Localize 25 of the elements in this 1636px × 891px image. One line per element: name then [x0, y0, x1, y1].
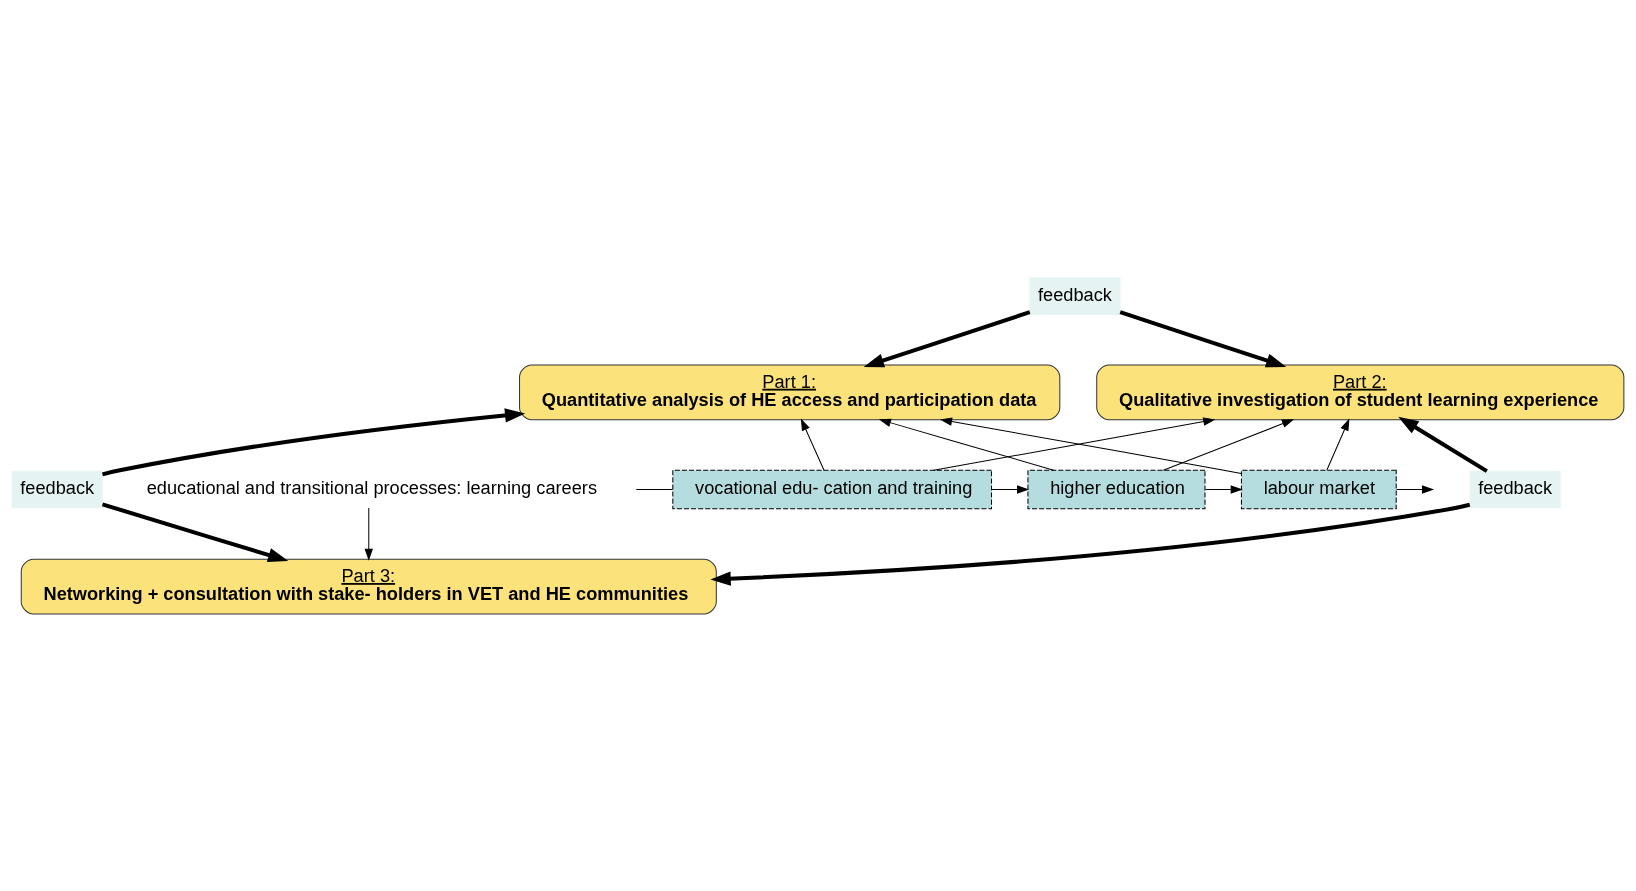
node-box: feedback	[11, 470, 103, 508]
node-box: labour market	[1240, 469, 1397, 509]
connector	[635, 488, 674, 490]
node-box: Part 3: Networking + consultation with stake- holders in VET and HE communities	[20, 558, 717, 614]
node-box: feedback	[1029, 277, 1121, 315]
arrow	[1119, 309, 1287, 367]
arrow	[800, 418, 825, 471]
arrow	[991, 484, 1030, 494]
arrow	[863, 309, 1031, 367]
node-box: higher education	[1027, 469, 1206, 509]
arrow	[101, 501, 289, 562]
node-box: vocational edu- cation and training	[672, 469, 993, 509]
arrow	[878, 418, 1055, 471]
node-box: Part 1: Quantitative analysis of HE access and participation data	[519, 364, 1061, 420]
arrow	[364, 506, 374, 561]
arrow	[1398, 416, 1488, 473]
arrow	[1326, 417, 1350, 471]
arrow	[1396, 484, 1435, 494]
arrow	[710, 502, 1471, 586]
arrow	[1162, 418, 1295, 471]
node-box: Part 2: Qualitative investigation of student learning experience	[1096, 364, 1625, 420]
node-text: educational and transitional processes: learning careers	[146, 477, 597, 498]
node-box: feedback	[1469, 470, 1561, 508]
arrow	[102, 407, 526, 476]
arrow	[1204, 484, 1243, 494]
